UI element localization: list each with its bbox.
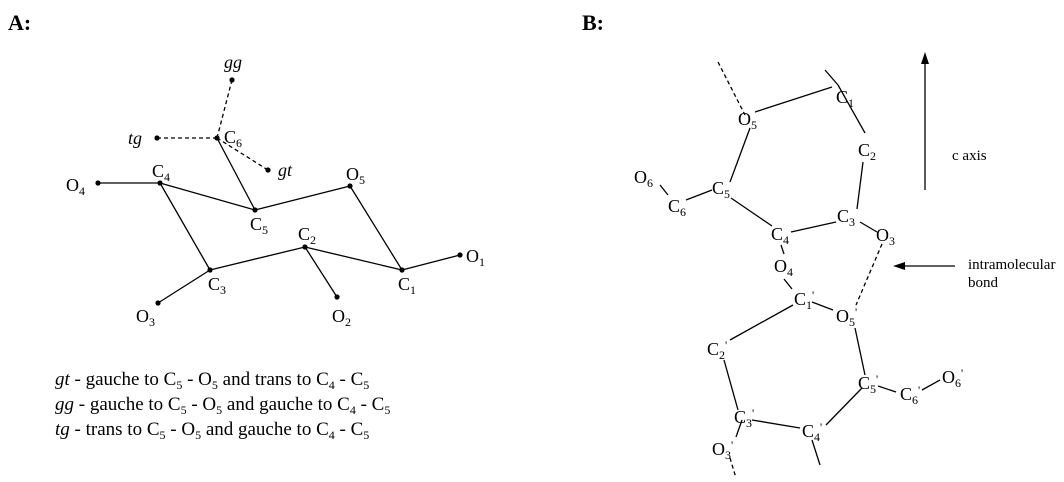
atom-b-c6-prime: C6' [900,383,920,407]
atom-b-o3: O3 [876,225,895,248]
atom-a-c1: C1 [398,274,416,297]
panel-a-atom-labels: C6 C4 O5 O4 C5 C2 O1 C3 C1 O3 O2 [66,127,485,329]
atom-a-c3: C3 [208,274,226,297]
atom-b-c3-prime: C3' [734,406,754,430]
conformer-gt-label: gt [278,160,293,180]
atom-b-o4: O4 [774,256,793,279]
legend-line-tg: tg - trans to C5 - O5 and gauche to C4 -… [55,419,369,442]
intramolecular-bond-annotation: intramolecular bond [893,257,1055,291]
panel-a-conformer-labels: gg tg gt [128,52,293,180]
atom-b-c4: C4 [771,224,789,247]
atom-b-o6: O6 [634,167,653,190]
conformer-tg-label: tg [128,128,142,148]
atom-b-c5: C5 [712,178,730,201]
atom-a-o5: O5 [346,164,365,187]
atom-b-c5-prime: C5' [858,372,878,396]
atom-b-c4-prime: C4' [802,420,822,444]
atom-a-o3: O3 [136,306,155,329]
panel-a-atom-dots [95,77,463,306]
atom-b-c2-prime: C2' [707,338,727,362]
atom-a-c5: C5 [250,214,268,237]
atom-a-c6: C6 [224,127,242,150]
panel-a-label: A: [8,10,31,35]
conformer-legend: gt - gauche to C5 - O5 and trans to C4 -… [55,369,390,442]
atom-a-o1: O1 [466,246,485,269]
atom-b-o5: O5 [738,109,757,132]
intramolecular-bond-label-line1: intramolecular [968,257,1055,273]
conformer-gg-label: gg [224,52,242,72]
atom-b-c3: C3 [837,206,855,229]
panel-b-atom-labels: O5 C1 C2 O6 C5 C6 C3 C4 O3 O4 C1' O5' C2… [634,87,963,462]
atom-b-c1-prime: C1' [794,288,814,312]
c-axis-label: c axis [952,148,987,164]
atom-a-c2: C2 [298,224,316,247]
intramolecular-bond-arrowhead [893,262,905,270]
atom-b-c6: C6 [668,196,686,219]
panel-a-bonds [98,79,461,304]
c-axis-arrowhead [921,52,929,64]
atom-b-o6-prime: O6' [942,366,963,390]
atom-b-o5-prime: O5' [836,305,857,329]
legend-line-gt: gt - gauche to C5 - O5 and trans to C4 -… [55,369,369,392]
panel-b-label: B: [582,10,604,35]
atom-a-c4: C4 [152,161,170,184]
legend-line-gg: gg - gauche to C5 - O5 and gauche to C4 … [55,394,390,417]
atom-b-c1: C1 [836,87,854,110]
atom-b-o3-prime: O3' [712,438,733,462]
atom-a-o4: O4 [66,175,85,198]
intramolecular-bond-label-line2: bond [968,275,999,291]
c-axis-annotation: c axis [921,52,987,190]
panel-b-bonds [659,61,941,479]
atom-b-c2: C2 [858,140,876,163]
atom-a-o2: O2 [332,306,351,329]
